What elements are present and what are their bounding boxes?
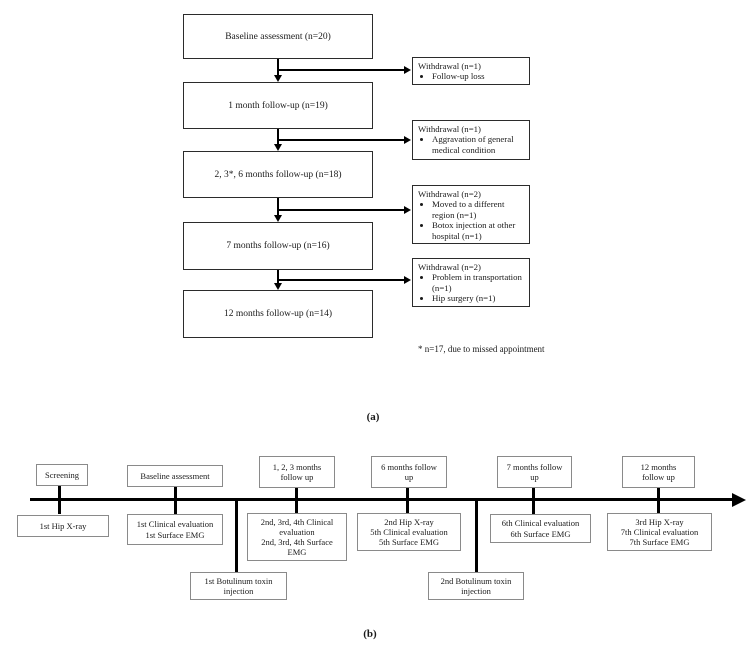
timeline-arrowhead-icon: [732, 492, 746, 507]
timeline-axis: [30, 498, 734, 501]
timeline-box-12-months: 12 months follow up: [622, 456, 695, 488]
connector-branch-1: [277, 69, 404, 71]
withdrawal-box-1: Withdrawal (n=1) Follow-up loss: [412, 57, 530, 85]
withdrawal-reason-list: Moved to a different region (n=1) Botox …: [418, 199, 526, 241]
flow-box-12-months-follow-up: 12 months follow-up (n=14): [183, 290, 373, 338]
tick-1-2-3-months: [295, 486, 298, 514]
timeline-box-5th-evaluation: 2nd Hip X-ray 5th Clinical evaluation 5t…: [357, 513, 461, 551]
arrow-right-icon: [404, 135, 411, 144]
connector-branch-2: [277, 139, 404, 141]
withdrawal-title: Withdrawal (n=2): [418, 262, 481, 272]
withdrawal-title: Withdrawal (n=1): [418, 61, 481, 71]
flow-box-7-months-follow-up: 7 months follow-up (n=16): [183, 222, 373, 270]
withdrawal-box-4: Withdrawal (n=2) Problem in transportati…: [412, 258, 530, 307]
arrow-right-icon: [404, 65, 411, 74]
tick-screening: [58, 486, 61, 514]
tick-6-months: [406, 486, 409, 514]
connector-vertical-4: [277, 270, 279, 284]
timeline-box-1-2-3-months: 1, 2, 3 months follow up: [259, 456, 335, 488]
timeline-box-baseline-assessment: Baseline assessment: [127, 465, 223, 487]
connector-vertical-3: [277, 198, 279, 215]
withdrawal-reason: Botox injection at other hospital (n=1): [432, 220, 526, 241]
connector-vertical-1: [277, 59, 279, 76]
timeline-box-1st-botulinum-injection: 1st Botulinum toxin injection: [190, 572, 287, 600]
tick-2nd-injection: [475, 500, 478, 573]
tick-baseline: [174, 486, 177, 514]
withdrawal-box-2: Withdrawal (n=1) Aggravation of general …: [412, 120, 530, 160]
arrow-down-icon: [273, 144, 282, 151]
withdrawal-box-3: Withdrawal (n=2) Moved to a different re…: [412, 185, 530, 244]
timeline-box-7-months: 7 months follow up: [497, 456, 572, 488]
arrow-down-icon: [273, 215, 282, 222]
panel-b-label: (b): [363, 628, 377, 640]
tick-1st-injection: [235, 500, 238, 573]
tick-7-months: [532, 486, 535, 514]
timeline-box-1st-hip-xray: 1st Hip X-ray: [17, 515, 109, 537]
timeline-box-6th-evaluation: 6th Clinical evaluation 6th Surface EMG: [490, 514, 591, 543]
connector-branch-3: [277, 209, 404, 211]
connector-branch-4: [277, 279, 404, 281]
withdrawal-reason-list: Follow-up loss: [418, 71, 526, 81]
timeline-box-screening: Screening: [36, 464, 88, 486]
withdrawal-reason: Aggravation of general medical condition: [432, 134, 526, 155]
panel-a-label: (a): [366, 411, 380, 423]
arrow-right-icon: [404, 205, 411, 214]
withdrawal-title: Withdrawal (n=1): [418, 124, 481, 134]
arrow-right-icon: [404, 275, 411, 284]
flow-box-1-month-follow-up: 1 month follow-up (n=19): [183, 82, 373, 129]
arrow-down-icon: [273, 283, 282, 290]
withdrawal-reason: Hip surgery (n=1): [432, 293, 526, 303]
withdrawal-reason: Problem in transportation (n=1): [432, 272, 526, 293]
withdrawal-title: Withdrawal (n=2): [418, 189, 481, 199]
timeline-box-2nd-botulinum-injection: 2nd Botulinum toxin injection: [428, 572, 524, 600]
timeline-box-7th-evaluation: 3rd Hip X-ray 7th Clinical evaluation 7t…: [607, 513, 712, 551]
withdrawal-reason: Follow-up loss: [432, 71, 526, 81]
flow-box-baseline-assessment: Baseline assessment (n=20): [183, 14, 373, 59]
timeline-box-6-months: 6 months follow up: [371, 456, 447, 488]
flow-box-2-3-6-months-follow-up: 2, 3*, 6 months follow-up (n=18): [183, 151, 373, 198]
withdrawal-reason: Moved to a different region (n=1): [432, 199, 526, 220]
withdrawal-reason-list: Aggravation of general medical condition: [418, 134, 526, 155]
footnote: * n=17, due to missed appointment: [418, 344, 545, 354]
arrow-down-icon: [273, 75, 282, 82]
withdrawal-reason-list: Problem in transportation (n=1) Hip surg…: [418, 272, 526, 303]
timeline-box-2nd-3rd-4th-evaluation: 2nd, 3rd, 4th Clinical evaluation 2nd, 3…: [247, 513, 347, 561]
timeline-box-1st-evaluation: 1st Clinical evaluation 1st Surface EMG: [127, 514, 223, 545]
tick-12-months: [657, 486, 660, 514]
connector-vertical-2: [277, 129, 279, 145]
